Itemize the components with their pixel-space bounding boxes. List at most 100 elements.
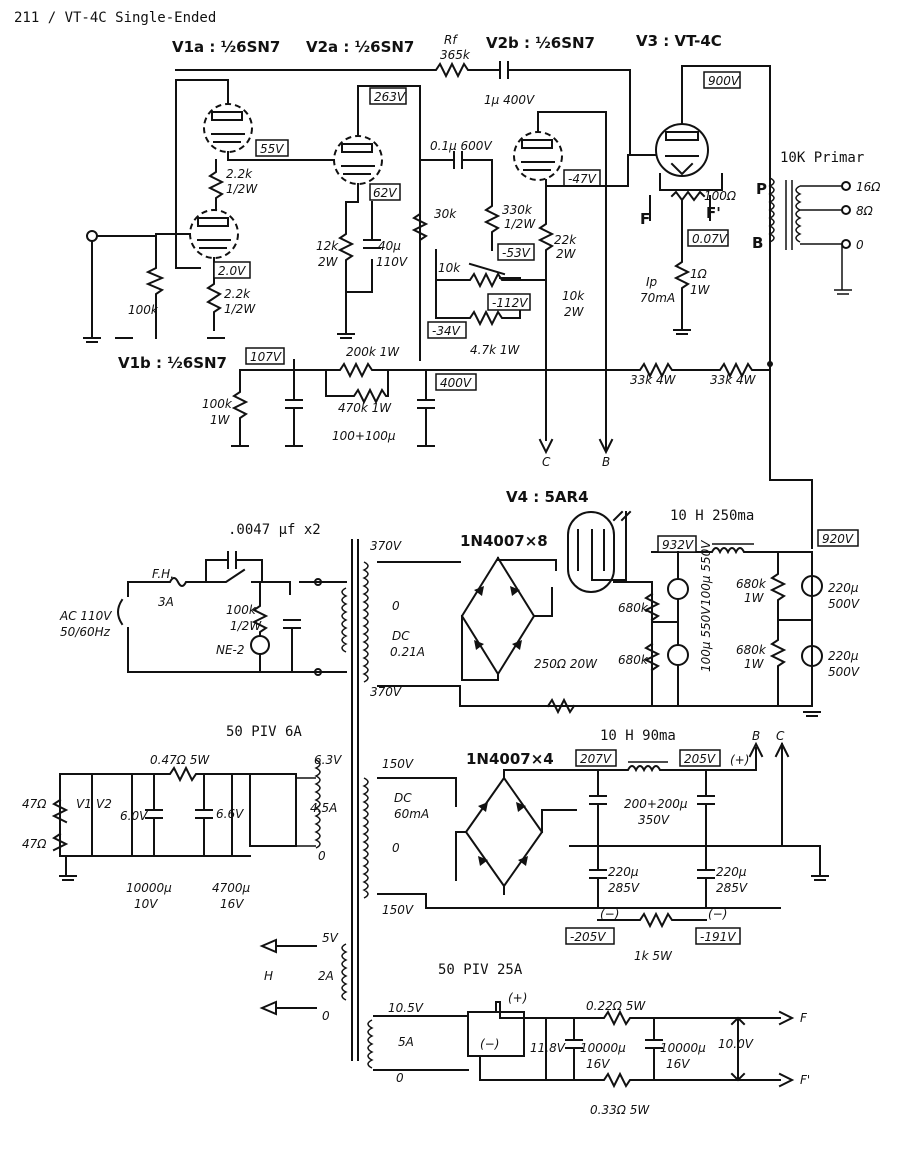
voltage-v3-plate: 900V: [708, 74, 740, 88]
hv-supply: 370V 0 DC 0.21A 370V 1N4007×8 V4 : 5AR4 …: [362, 488, 860, 717]
label-sec-4-5: 4.5A: [310, 801, 337, 815]
hv-secondary: [362, 561, 369, 683]
voltage-v2a-plate: 263V: [374, 90, 406, 104]
label-f: F: [640, 210, 650, 228]
label-pot-10k-a: 10k: [438, 261, 461, 275]
label-c-100u-550-a: 100μ 550V: [699, 540, 713, 606]
label-r-2-2k-b: 2.2k: [224, 287, 251, 301]
voltage-v3-filament: 0.07V: [692, 232, 728, 246]
label-v2: V2: [96, 797, 112, 811]
label-r-47-a: 47Ω: [22, 797, 47, 811]
label-v-11-8: 11.8V: [530, 1041, 566, 1055]
label-plus-b: (+): [508, 991, 527, 1005]
label-c-4700: 4700μ: [212, 881, 251, 895]
label-r-33k-b: 33k 4W: [710, 373, 757, 387]
label-r-100ohm: 100Ω: [704, 189, 737, 203]
label-c-10000-a: 10000μ: [126, 881, 172, 895]
heater-h-supply: H 5V 2A 0: [259, 931, 348, 1023]
label-fuse: F.H.: [152, 567, 174, 581]
lv-bridge: [377, 769, 821, 909]
label-r-100k-neon: 100k: [226, 603, 257, 617]
neon-lamp: [250, 635, 270, 655]
voltage-v1b-cathode: 2.0V: [218, 264, 246, 278]
h-secondary: [341, 943, 348, 1001]
label-r-680k-d-w: 1W: [744, 657, 765, 671]
box-bias-b: [487, 293, 531, 311]
box-hv-920: [817, 529, 859, 547]
r-30k: [411, 199, 429, 251]
voltage-hv-932: 932V: [662, 538, 694, 552]
tube-v1b: [189, 209, 239, 259]
label-r-100k-neon-w: 1/2W: [230, 619, 262, 633]
label-r-680k-c: 680k: [736, 577, 767, 591]
feedback-value: 365k: [440, 48, 471, 62]
voltage-bias-a: -53V: [502, 246, 531, 260]
bias-network: [435, 249, 547, 327]
label-node-b2: B: [752, 729, 760, 743]
label-out-16: 16Ω: [856, 180, 881, 194]
label-hv-370-bot: 370V: [370, 685, 402, 699]
label-r-200k: 200k 1W: [346, 345, 400, 359]
voltage-rail-400: 400V: [440, 376, 472, 390]
hv-filter: [613, 547, 813, 707]
label-r-1k: 1k 5W: [634, 949, 673, 963]
label-sec-2a: 2A: [318, 969, 334, 983]
label-r-680k-a: 680k: [618, 601, 649, 615]
label-bridge-25a: 50 PIV 25A: [438, 962, 523, 978]
label-r-100k-1w: 100k: [202, 397, 233, 411]
v1b-cathode-resistor: [206, 257, 225, 339]
label-node-b: B: [602, 455, 610, 469]
tube-v4: [567, 510, 632, 593]
label-ac-in: AC 110V: [59, 609, 112, 623]
label-r-12k-w: 2W: [318, 255, 339, 269]
label-r-22k: 22k: [554, 233, 577, 247]
tube-label-v2a: V2a : ½6SN7: [306, 38, 414, 56]
label-c-100u-550-b: 100μ 550V: [699, 606, 713, 672]
label-r-12k: 12k: [316, 239, 339, 253]
hv-bridge: [377, 556, 813, 707]
label-lv-0: 0: [392, 841, 400, 855]
output-transformer: [768, 177, 793, 250]
label-out-f: F: [800, 1011, 808, 1025]
power-transformer: [351, 539, 359, 1061]
voltage-bias-c: -34V: [432, 324, 461, 338]
box-v1b-cathode: [213, 261, 251, 279]
box-rail-400: [435, 373, 477, 391]
label-c-220-285-a-v: 285V: [608, 881, 640, 895]
label-hv-370-top: 370V: [370, 539, 402, 553]
label-ip: Ip: [646, 275, 658, 289]
label-c-220-285-b-v: 285V: [716, 881, 748, 895]
label-lv-150-bot: 150V: [382, 903, 414, 917]
label-minus-c: (−): [480, 1037, 499, 1051]
heater-supply-6a: 50 PIV 6A 47Ω 47Ω V1 V2 6.0V 6.6V 0.47Ω …: [22, 724, 342, 911]
label-r-680k-c-w: 1W: [744, 591, 765, 605]
label-minus-a: (−): [600, 907, 619, 921]
box-v2a-cathode: [369, 183, 401, 201]
tube-v2b: [513, 111, 607, 351]
label-out-fp: F': [800, 1073, 810, 1087]
label-diodes-hv: 1N4007×8: [460, 532, 548, 550]
box-bias-c: [427, 321, 467, 339]
label-diodes-lv: 1N4007×4: [466, 750, 554, 768]
label-choke-hv: 10 H 250ma: [670, 508, 754, 524]
label-lv-dc: DC: [394, 791, 412, 805]
label-c-1u: 1μ 400V: [484, 93, 535, 107]
filament-supply-25a: 50 PIV 25A 10.5V 5A 0 (+) (−) 11.8V 1000…: [367, 962, 810, 1117]
bridge-6a: [249, 773, 297, 847]
voltage-rail-107: 107V: [250, 350, 282, 364]
voltage-bias-b: -112V: [492, 296, 528, 310]
label-r-1ohm-w: 1W: [690, 283, 711, 297]
feedback-resistor: [175, 61, 501, 79]
label-c-200-200-v: 350V: [638, 813, 670, 827]
voltage-neg-191: -191V: [700, 930, 736, 944]
label-c-220-285-a: 220μ: [608, 865, 639, 879]
v2b-cathode-resistor: [537, 154, 657, 441]
label-sec-5a: 5A: [398, 1035, 414, 1049]
label-r-1ohm: 1Ω: [690, 267, 708, 281]
label-r-2-2k-a: 2.2k: [226, 167, 253, 181]
label-plus-a: (+): [730, 753, 749, 767]
label-out-0: 0: [856, 238, 864, 252]
label-r-half-w-a: 1/2W: [226, 182, 258, 196]
primary-winding: [341, 587, 348, 653]
